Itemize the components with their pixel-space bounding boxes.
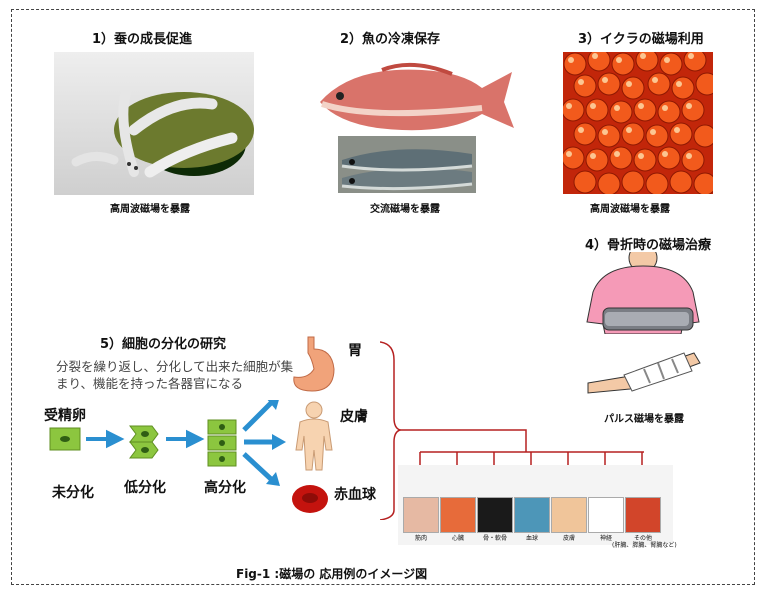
ikura-photo [563,52,713,194]
organ-strip-label: 神経 [599,535,612,542]
mackerel-photo [338,136,476,193]
silkworm-caption: 高周波磁場を暴露 [110,204,190,215]
red-blood-cell-illustration [292,485,328,513]
stage-undifferentiated: 未分化 [52,485,94,501]
skin-icon [551,497,587,533]
liver-icon [625,497,661,533]
heart-icon [440,497,476,533]
ikura-title: 3）イクラの磁場利用 [578,32,704,47]
figure-caption: Fig-1 :磁場の 応用例のイメージ図 [236,567,428,581]
organ-stomach-label: 胃 [348,343,362,359]
nerve-icon [588,497,624,533]
blood-cell-icon [514,497,550,533]
ikura-caption: 高周波磁場を暴露 [590,204,670,215]
stage-high-differentiated: 高分化 [204,480,246,496]
organ-skin-label: 皮膚 [340,409,368,425]
organ-strip-label: 心臓 [451,535,464,542]
silkworm-photo [54,52,254,195]
fertilized-egg-label: 受精卵 [44,408,86,424]
figure-frame [11,9,755,585]
stage-low-differentiated: 低分化 [124,480,166,496]
cell-description: 分裂を繰り返し、分化して出来た細胞が集まり、機能を持った各器官になる [56,359,294,391]
fracture-title: 4）骨折時の磁場治療 [585,238,712,253]
organ-strip-label: その他 [633,535,652,542]
fish-caption: 交流磁場を暴露 [370,204,440,215]
bone-icon [477,497,513,533]
cell-title: 5）細胞の分化の研究 [100,337,227,352]
organ-strip-label: 血球 [525,535,538,542]
fish-title: 2）魚の冷凍保存 [340,32,441,47]
organ-rbc-label: 赤血球 [334,487,376,503]
human-figure-illustration [295,401,333,471]
leg-cast-illustration [587,352,701,394]
organ-strip-label: 皮膚 [562,535,575,542]
sea-bream-photo [320,62,514,131]
muscle-icon [403,497,439,533]
organ-strip-note: (肝臓、膵臓、腎臓など) [612,542,677,549]
organ-strip-label: 骨・軟骨 [482,535,507,542]
organ-strip-label: 筋肉 [414,535,427,542]
differentiation-diagram [49,400,286,486]
silkworm-title: 1）蚕の成長促進 [92,32,193,47]
fracture-caption: パルス磁場を暴露 [604,414,684,425]
cast-arm-illustration [586,252,700,334]
stomach-illustration [293,336,335,392]
